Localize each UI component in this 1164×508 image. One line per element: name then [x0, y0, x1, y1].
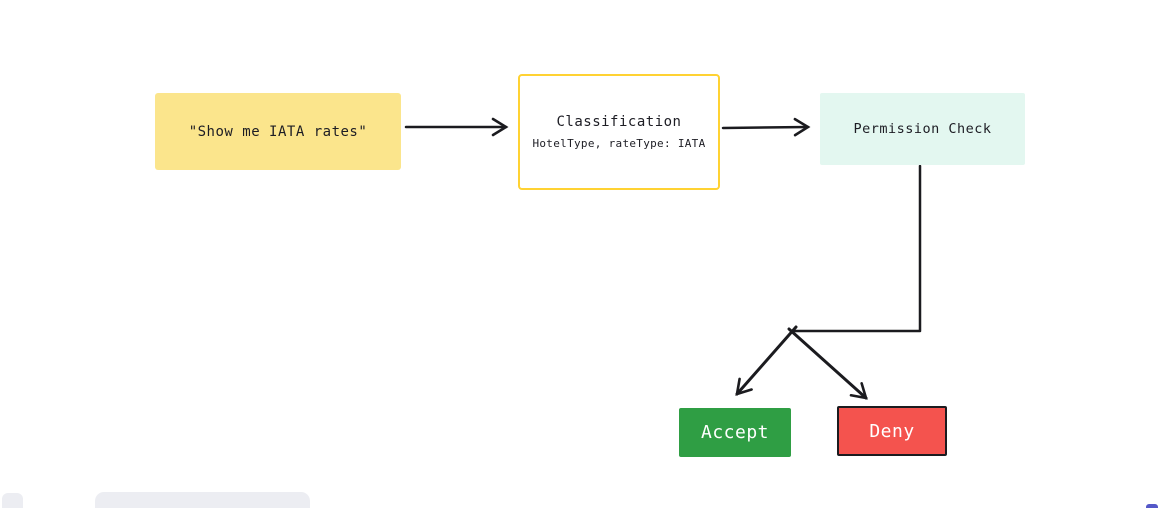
node-deny[interactable]: Deny	[837, 406, 947, 456]
bottom-right-collab-button[interactable]	[1146, 504, 1158, 508]
arrow-branch-to-accept[interactable]	[735, 325, 798, 396]
bottom-left-zoom-panel[interactable]	[2, 493, 23, 508]
node-classification-title: Classification	[556, 114, 682, 130]
node-deny-label: Deny	[869, 420, 915, 442]
node-classification-subtitle: HotelType, rateType: IATA	[532, 137, 706, 150]
bottom-toolbar-panel[interactable]	[95, 492, 310, 508]
node-accept[interactable]: Accept	[679, 408, 791, 457]
node-permission-check[interactable]: Permission Check	[820, 93, 1025, 165]
node-user-query-label: "Show me IATA rates"	[188, 123, 368, 140]
node-permission-check-label: Permission Check	[853, 121, 992, 137]
node-user-query[interactable]: "Show me IATA rates"	[155, 93, 401, 170]
arrow-classification-to-permission-check[interactable]	[721, 117, 811, 137]
elbow-permission-check-to-branch[interactable]	[792, 164, 922, 333]
node-classification[interactable]: Classification HotelType, rateType: IATA	[518, 74, 720, 190]
arrow-branch-to-deny[interactable]	[787, 327, 868, 400]
node-accept-label: Accept	[700, 422, 770, 443]
